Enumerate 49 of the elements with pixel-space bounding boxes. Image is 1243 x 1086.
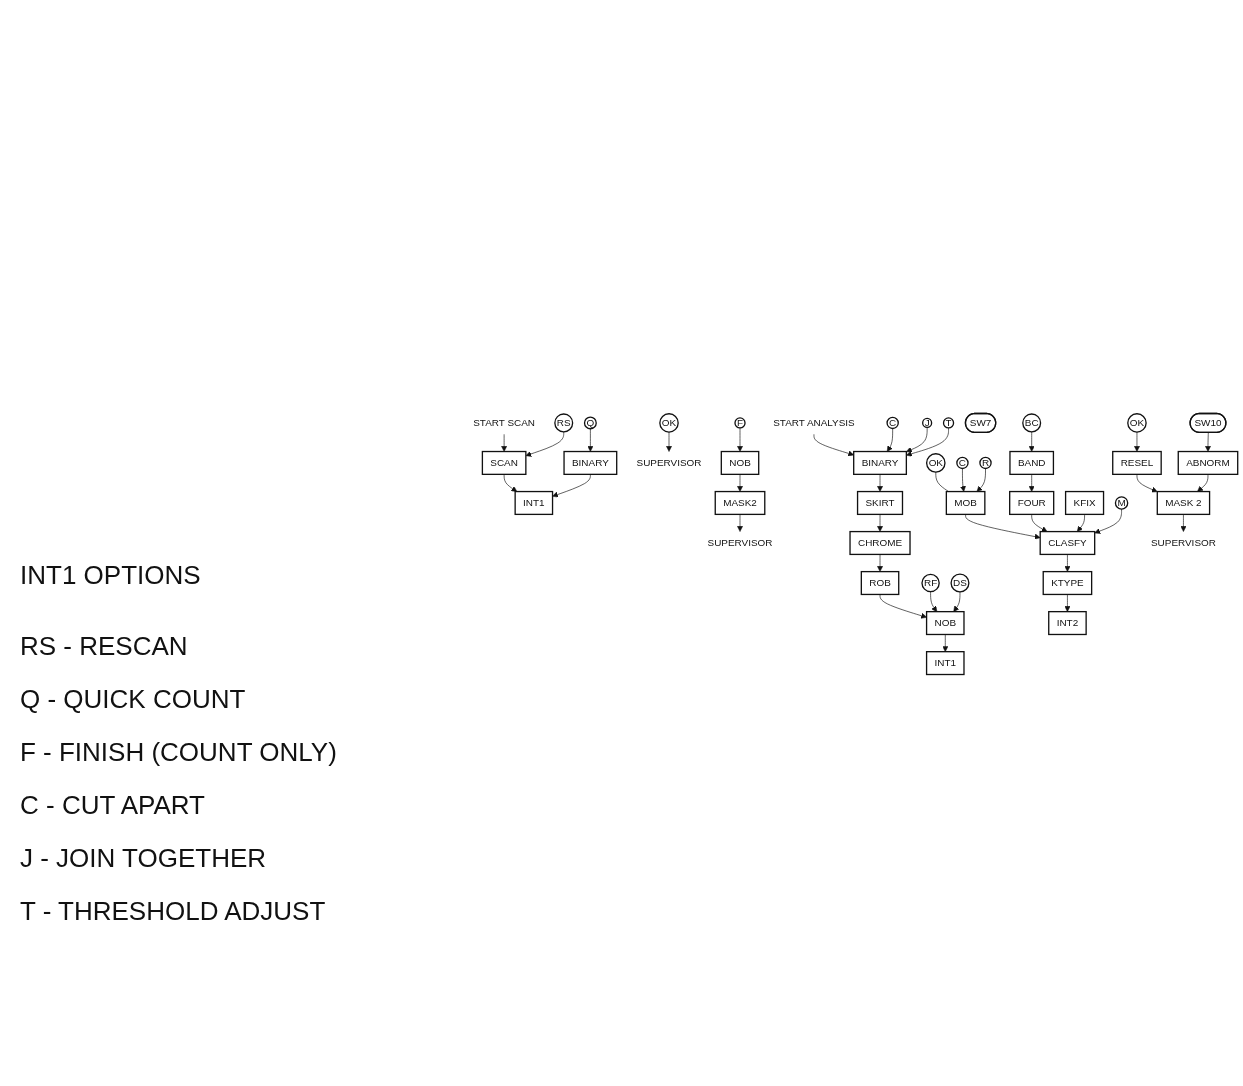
- node-circle: OK: [1127, 413, 1147, 433]
- node-circle: DS: [950, 573, 970, 593]
- node-circle: M: [1114, 496, 1129, 510]
- node-box: CHROME: [849, 530, 911, 556]
- node-circle: C: [886, 416, 899, 430]
- node-circle: RS: [554, 413, 574, 433]
- legend-entry: F - FINISH (COUNT ONLY): [20, 737, 338, 768]
- node-box: ROB: [860, 570, 900, 596]
- node-box: INT1: [925, 651, 965, 676]
- node-box: NOB: [720, 450, 760, 475]
- node-box: KTYPE: [1042, 570, 1093, 596]
- node-circle: OK: [926, 453, 946, 473]
- node-box: SCAN: [481, 450, 527, 475]
- node-circle: T: [942, 417, 955, 429]
- node-box: NOB: [925, 611, 965, 636]
- node-text: START SCAN: [473, 416, 536, 429]
- node-circle: BC: [1022, 413, 1042, 433]
- legend-entry: C - CUT APART: [20, 790, 206, 821]
- node-circle: F: [734, 417, 746, 429]
- node-text: SUPERVISOR: [1150, 536, 1216, 549]
- node-box: FOUR: [1009, 490, 1055, 516]
- node-circle: R: [979, 456, 992, 470]
- legend-entry: J - JOIN TOGETHER: [20, 843, 268, 874]
- legend-entry: RS - RESCAN: [20, 631, 189, 662]
- node-box: BINARY: [853, 450, 907, 475]
- node-circle: C: [956, 456, 969, 470]
- node-circle: RF: [921, 573, 940, 593]
- legend-entry: Q - QUICK COUNT: [20, 684, 247, 715]
- node-text: START ANALYSIS: [773, 416, 855, 429]
- node-box: ABNORM: [1177, 450, 1239, 475]
- node-box: KFIX: [1064, 490, 1105, 516]
- node-box: CLASFY: [1039, 530, 1096, 556]
- node-box: SKIRT: [856, 490, 904, 516]
- node-box: BAND: [1009, 450, 1055, 475]
- node-box: MASK2: [714, 490, 766, 516]
- connector: [935, 471, 949, 492]
- legend-heading: INT1 OPTIONS: [20, 560, 202, 591]
- node-text: SUPERVISOR: [707, 536, 773, 549]
- legend-entry: T - THRESHOLD ADJUST: [20, 896, 327, 927]
- node-box: INT1: [514, 490, 554, 516]
- node-box: INT2: [1048, 611, 1087, 636]
- node-circle: J: [922, 417, 933, 429]
- node-box: MOB: [945, 490, 986, 516]
- node-circle: Q: [583, 416, 597, 430]
- node-box: RESEL: [1112, 450, 1162, 475]
- node-box: MASK 2: [1156, 490, 1211, 516]
- node-circle: OK: [659, 413, 679, 433]
- node-box: BINARY: [563, 450, 618, 475]
- node-text: SUPERVISOR: [636, 456, 702, 469]
